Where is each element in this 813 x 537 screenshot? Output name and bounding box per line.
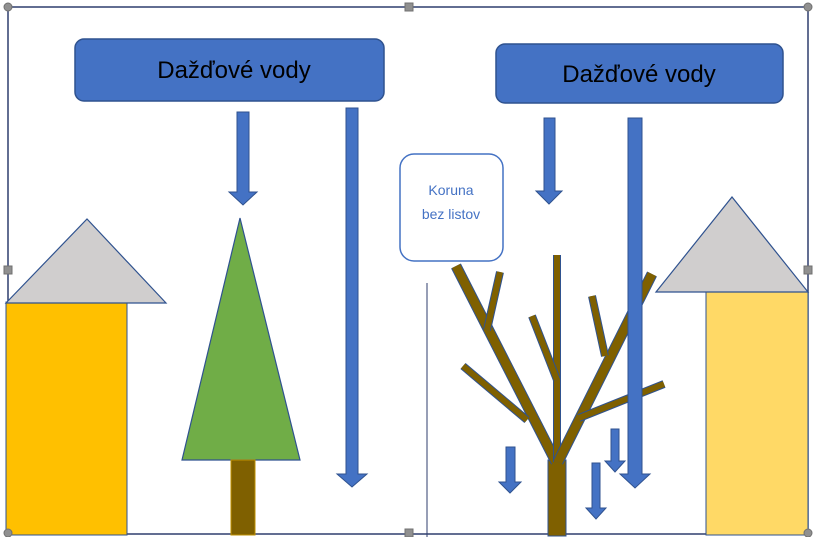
callout-line-1: Koruna bbox=[428, 182, 473, 198]
right-house-body bbox=[705, 291, 809, 536]
resize-handle-icon[interactable] bbox=[803, 265, 813, 275]
left-house-roof bbox=[4, 218, 168, 304]
left-rain-label: Dažďové vody bbox=[157, 57, 311, 84]
resize-handle-icon[interactable] bbox=[3, 265, 13, 275]
right-rain-label-box bbox=[495, 43, 784, 104]
resize-handle-icon[interactable] bbox=[404, 2, 414, 12]
callout-line-2: bez listov bbox=[422, 206, 480, 222]
down-arrow-icon bbox=[534, 117, 564, 205]
right-house-roof bbox=[654, 196, 810, 293]
down-arrow-icon bbox=[335, 107, 369, 488]
left-panel: Dažďové vody bbox=[4, 38, 385, 536]
callout-box bbox=[399, 153, 504, 262]
resize-handle-icon[interactable] bbox=[3, 528, 13, 537]
down-arrow-icon bbox=[497, 446, 523, 494]
right-rain-label: Dažďové vody bbox=[562, 61, 716, 88]
resize-handle-icon[interactable] bbox=[803, 2, 813, 12]
resize-handle-icon[interactable] bbox=[803, 528, 813, 537]
bare-tree-trunk bbox=[547, 459, 567, 537]
conifer-crown bbox=[181, 217, 301, 461]
down-arrow-icon bbox=[584, 462, 608, 520]
down-arrow-icon bbox=[618, 117, 652, 489]
down-arrow-icon bbox=[603, 428, 627, 473]
left-rain-label-box bbox=[74, 38, 385, 102]
conifer-trunk bbox=[230, 459, 256, 536]
resize-handle-icon[interactable] bbox=[404, 528, 414, 537]
resize-handle-icon[interactable] bbox=[3, 2, 13, 12]
down-arrow-icon bbox=[227, 111, 259, 206]
right-panel: Dažďové vody Koruna bez listov bbox=[399, 43, 810, 537]
left-house-body bbox=[5, 301, 128, 536]
selection-handles[interactable] bbox=[3, 2, 813, 537]
